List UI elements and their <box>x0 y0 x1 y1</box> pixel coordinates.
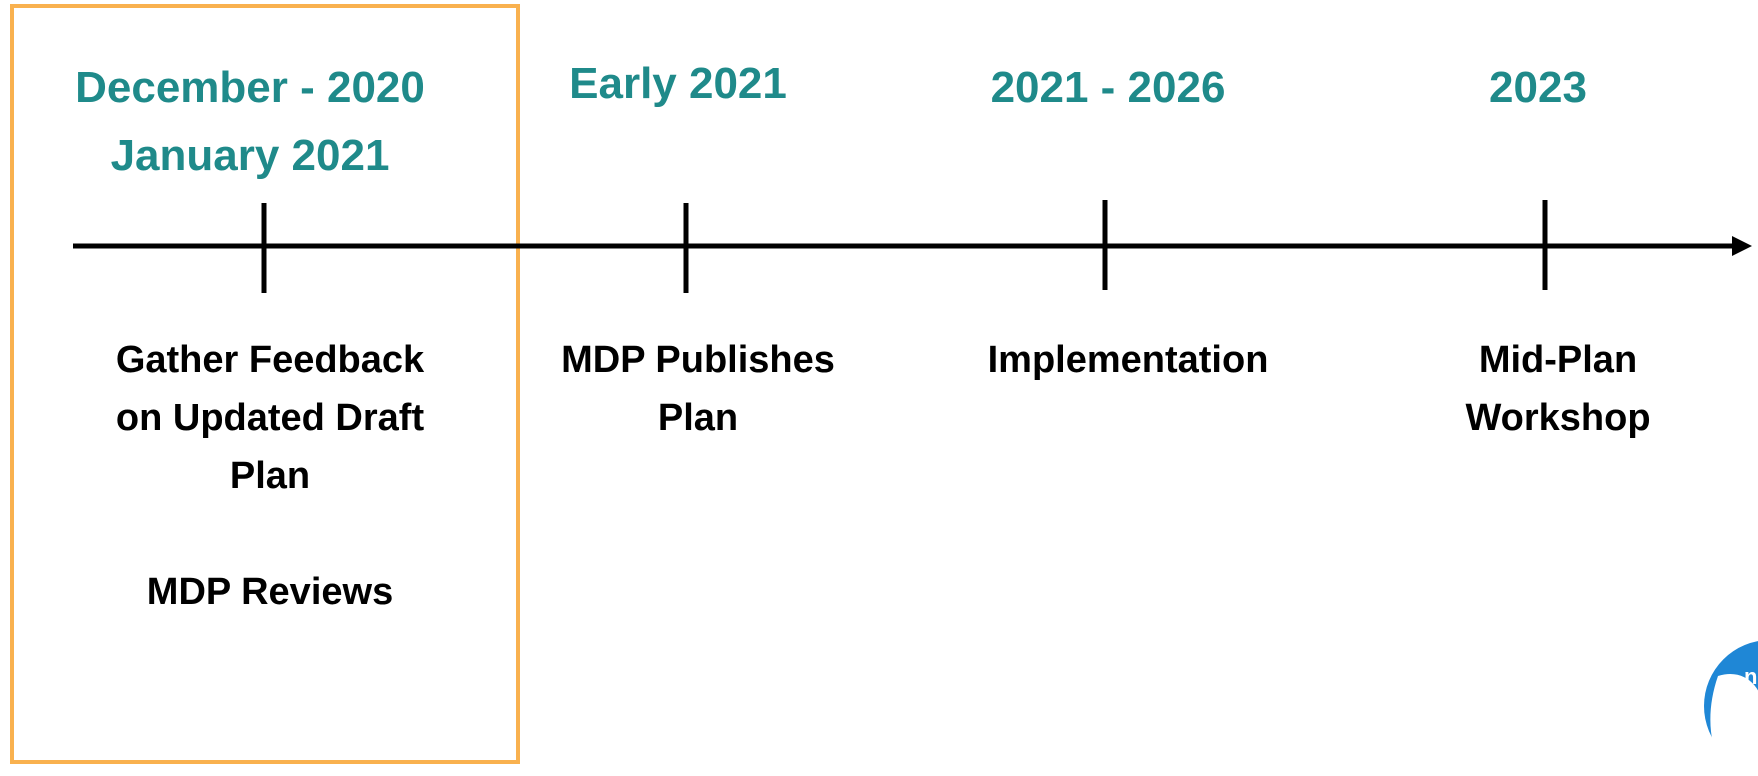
milestone-1-desc-line-2: on Updated Draft <box>115 397 425 439</box>
milestone-2-desc-line-1: MDP Publishes <box>561 339 835 381</box>
arrowhead-icon <box>1732 236 1752 256</box>
milestone-1-description: Gather Feedback on Updated Draft Plan MD… <box>34 331 506 621</box>
milestone-4-date-line-1: 2023 <box>1489 63 1587 112</box>
milestone-1-desc-line-3: Plan <box>229 455 311 497</box>
milestone-1-date: December - 2020 January 2021 <box>34 54 466 190</box>
milestone-2-date-line-1: Early 2021 <box>569 59 787 108</box>
milestone-3-date-line-1: 2021 - 2026 <box>990 63 1226 112</box>
milestone-4-desc-line-1: Mid-Plan <box>1478 339 1638 381</box>
milestone-2-desc-line-2: Plan <box>657 397 739 439</box>
milestone-2-date: Early 2021 <box>528 50 828 118</box>
milestone-1-secondary-desc: MDP Reviews <box>146 571 394 613</box>
milestone-1-date-line-1: December - 2020 <box>75 63 425 112</box>
milestone-3-description: Implementation <box>940 331 1316 389</box>
milestone-1-desc-line-1: Gather Feedback <box>115 339 425 381</box>
milestone-4-date: 2023 <box>1438 54 1638 122</box>
logo-wave <box>1710 674 1758 776</box>
milestone-3-date: 2021 - 2026 <box>950 54 1266 122</box>
logo-letter: n <box>1744 664 1757 689</box>
milestone-3-desc-line-1: Implementation <box>987 339 1269 381</box>
milestone-4-description: Mid-Plan Workshop <box>1418 331 1698 447</box>
noaa-logo-icon: n <box>1704 641 1758 776</box>
milestone-4-desc-line-2: Workshop <box>1465 397 1651 439</box>
milestone-2-description: MDP Publishes Plan <box>528 331 868 447</box>
timeline-axis <box>73 200 1752 293</box>
milestone-1-date-line-2: January 2021 <box>110 131 390 180</box>
